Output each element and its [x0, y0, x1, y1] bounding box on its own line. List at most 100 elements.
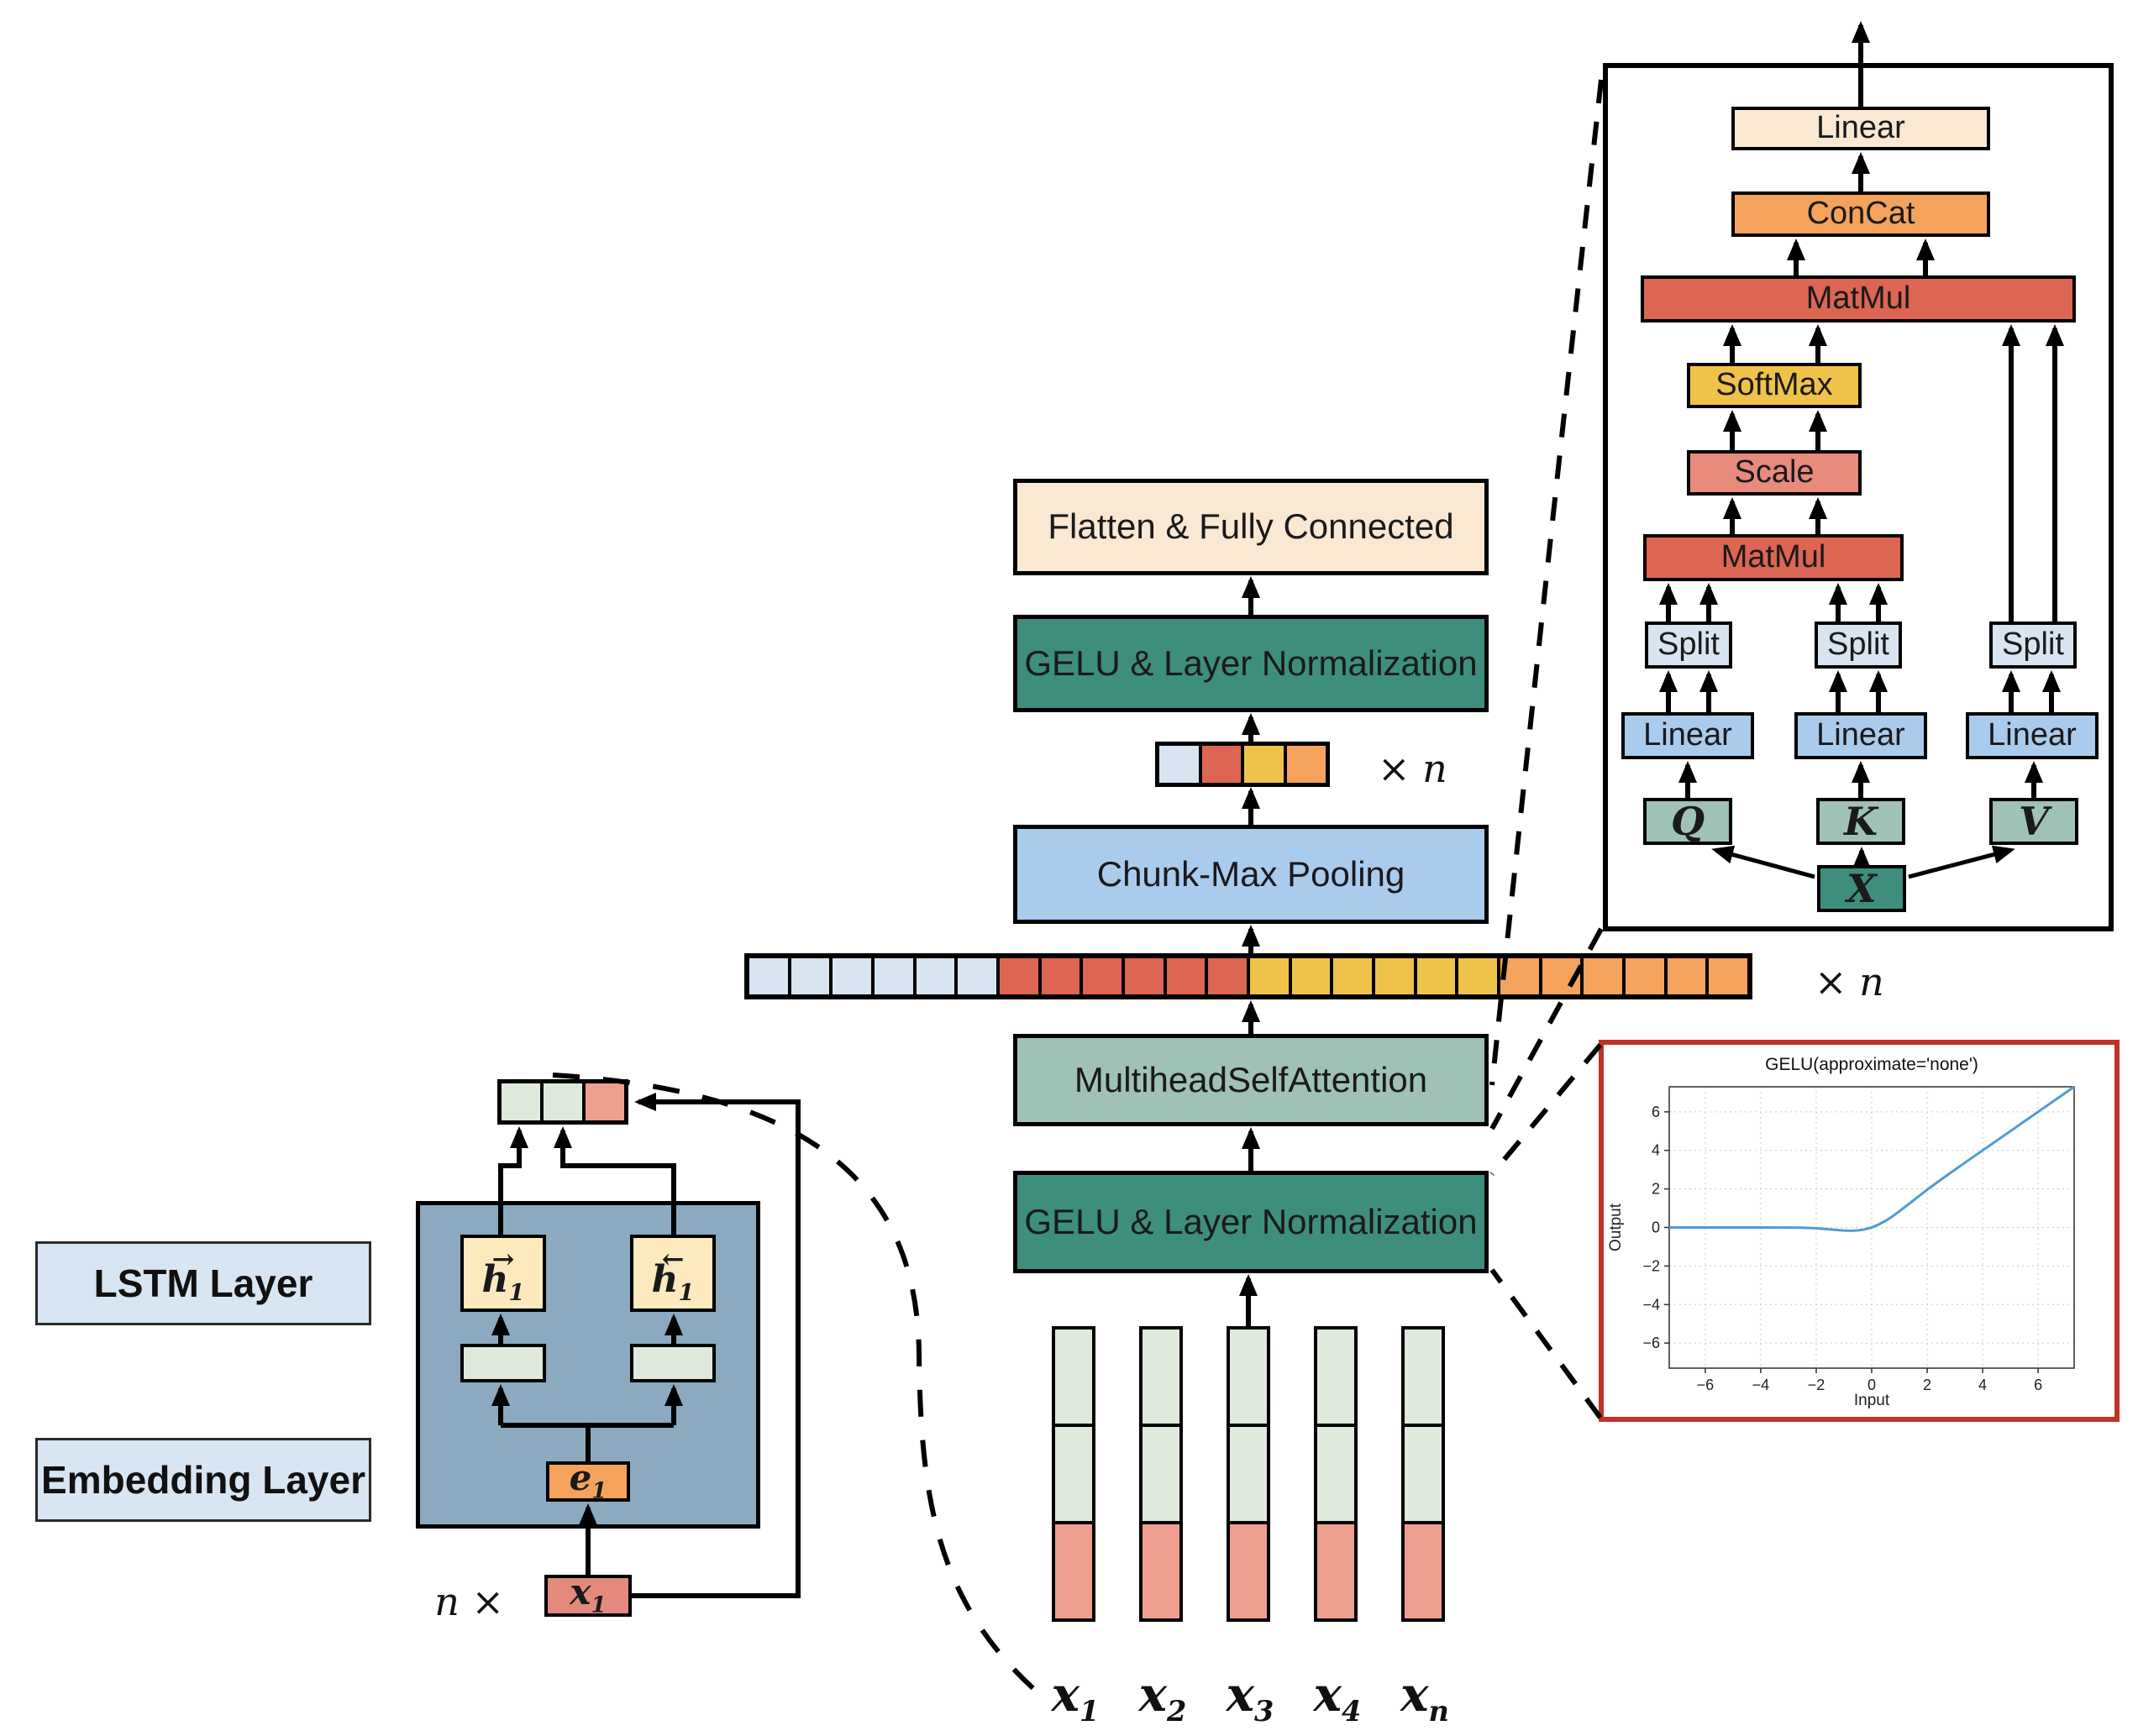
- input-token-label: x1: [1051, 1667, 1100, 1728]
- input-token-label: x3: [1226, 1667, 1274, 1728]
- vector-cell: [1705, 958, 1748, 994]
- feature-segment: [1405, 1424, 1442, 1521]
- vector-cell: [1372, 958, 1414, 994]
- vector-cell: [1037, 958, 1080, 994]
- attention-concat-box: ConCat: [1731, 191, 1990, 237]
- feature-segment: [1317, 1330, 1354, 1424]
- input-token-labels: x1 x2 x3 x4 xn: [1051, 1667, 1449, 1734]
- vector-cell: [1198, 746, 1241, 783]
- input-token-label: x4: [1313, 1667, 1362, 1728]
- lstm-gate-backward-box: [630, 1344, 716, 1382]
- input-token-label: x2: [1138, 1667, 1187, 1728]
- feature-segment: [1405, 1330, 1442, 1424]
- input-feature-bar: [1139, 1326, 1183, 1622]
- feature-segment: [1055, 1330, 1092, 1424]
- input-token-label: xn: [1400, 1667, 1449, 1728]
- input-feature-bar: [1401, 1326, 1445, 1622]
- vector-cell: [1538, 958, 1581, 994]
- attention-linear-q-box: Linear: [1621, 712, 1754, 759]
- x-tick-label: 0: [1867, 1377, 1876, 1393]
- feature-segment: [1317, 1424, 1354, 1521]
- y-tick-label: −6: [1642, 1335, 1660, 1351]
- attention-softmax-box: SoftMax: [1687, 363, 1862, 408]
- y-tick-label: −2: [1642, 1257, 1660, 1274]
- vector-cell: [829, 958, 872, 994]
- vector-cell: [1455, 958, 1498, 994]
- gelu-layernorm-bottom-box: GELU & Layer Normalization: [1013, 1171, 1489, 1273]
- attention-split-q-box: Split: [1645, 621, 1732, 669]
- x-tick-label: −4: [1752, 1377, 1770, 1393]
- feature-segment: [1405, 1521, 1442, 1618]
- vector-cell: [1163, 958, 1206, 994]
- plot-title: GELU(approximate='none'): [1765, 1055, 1978, 1074]
- attention-split-v-box: Split: [1989, 621, 2077, 669]
- vector-cell: [1497, 958, 1539, 994]
- vector-cell: [749, 958, 788, 994]
- gelu-layernorm-top-box: GELU & Layer Normalization: [1013, 615, 1489, 712]
- x-tick-label: 2: [1923, 1377, 1931, 1393]
- vector-cell: [1622, 958, 1664, 994]
- y-tick-label: 2: [1652, 1181, 1660, 1198]
- attention-split-k-box: Split: [1815, 621, 1902, 669]
- attention-q-box: Q: [1643, 798, 1732, 845]
- y-axis-label: Output: [1607, 1203, 1625, 1251]
- x-tick-label: 4: [1978, 1377, 1987, 1393]
- vector-cell: [912, 958, 955, 994]
- embedding-e1-box: e1: [546, 1460, 630, 1503]
- y-tick-label: 4: [1652, 1142, 1660, 1159]
- attention-linear-out-box: Linear: [1731, 107, 1990, 150]
- feature-segment: [1143, 1424, 1179, 1521]
- attention-scale-box: Scale: [1687, 450, 1862, 496]
- feature-segment: [1055, 1424, 1092, 1521]
- vector-cell: [1330, 958, 1373, 994]
- n-times-label: n ×: [434, 1579, 504, 1624]
- y-tick-label: 6: [1652, 1104, 1660, 1120]
- flatten-fully-connected-box: Flatten & Fully Connected: [1013, 479, 1489, 575]
- lstm-output-vector: [497, 1079, 628, 1125]
- vector-cell: [996, 958, 1038, 994]
- x-tick-label: −6: [1697, 1377, 1715, 1393]
- vector-cell: [1663, 958, 1706, 994]
- vector-cell: [787, 958, 830, 994]
- hidden-backward-box: ← h1: [630, 1235, 716, 1312]
- vector-cell: [1122, 958, 1164, 994]
- x-tick-label: 6: [2034, 1377, 2042, 1393]
- h-backward-label: ← h1: [651, 1242, 695, 1307]
- sequence-times-n: × n: [1815, 959, 1884, 1004]
- gelu-curve: [1669, 1085, 2075, 1232]
- vector-cell: [582, 1083, 624, 1120]
- attention-matmul-upper-box: MatMul: [1641, 275, 2076, 323]
- x-tick-label: −2: [1808, 1377, 1825, 1393]
- vector-cell: [1580, 958, 1623, 994]
- vector-cell: [1159, 746, 1199, 783]
- feature-segment: [1055, 1521, 1092, 1618]
- attention-x-box: X: [1817, 865, 1906, 912]
- pooled-vector: [1155, 742, 1330, 787]
- attention-matmul-lower-box: MatMul: [1643, 534, 1904, 581]
- vector-cell: [1283, 746, 1326, 783]
- attention-v-box: V: [1989, 798, 2078, 845]
- lstm-gate-forward-box: [460, 1344, 546, 1382]
- vector-cell: [502, 1083, 540, 1120]
- attention-k-box: K: [1816, 798, 1905, 845]
- input-feature-bar: [1052, 1326, 1095, 1622]
- vector-cell: [1080, 958, 1122, 994]
- feature-segment: [1230, 1330, 1267, 1424]
- input-x1-box: x1: [544, 1574, 632, 1617]
- chunk-max-pooling-box: Chunk-Max Pooling: [1013, 825, 1489, 924]
- input-feature-bar: [1227, 1326, 1270, 1622]
- input-feature-columns: [1052, 1326, 1445, 1622]
- feature-segment: [1230, 1521, 1267, 1618]
- vector-cell: [871, 958, 913, 994]
- h-forward-label: → h1: [481, 1242, 525, 1307]
- attention-output-sequence: [744, 953, 1752, 999]
- vector-cell: [954, 958, 997, 994]
- y-tick-label: −4: [1642, 1296, 1660, 1313]
- embedding-layer-label: Embedding Layer: [35, 1438, 371, 1522]
- feature-segment: [1317, 1521, 1354, 1618]
- lstm-layer-label: LSTM Layer: [35, 1241, 371, 1325]
- vector-cell: [1288, 958, 1331, 994]
- pooled-vector-times-n: × n: [1378, 746, 1447, 791]
